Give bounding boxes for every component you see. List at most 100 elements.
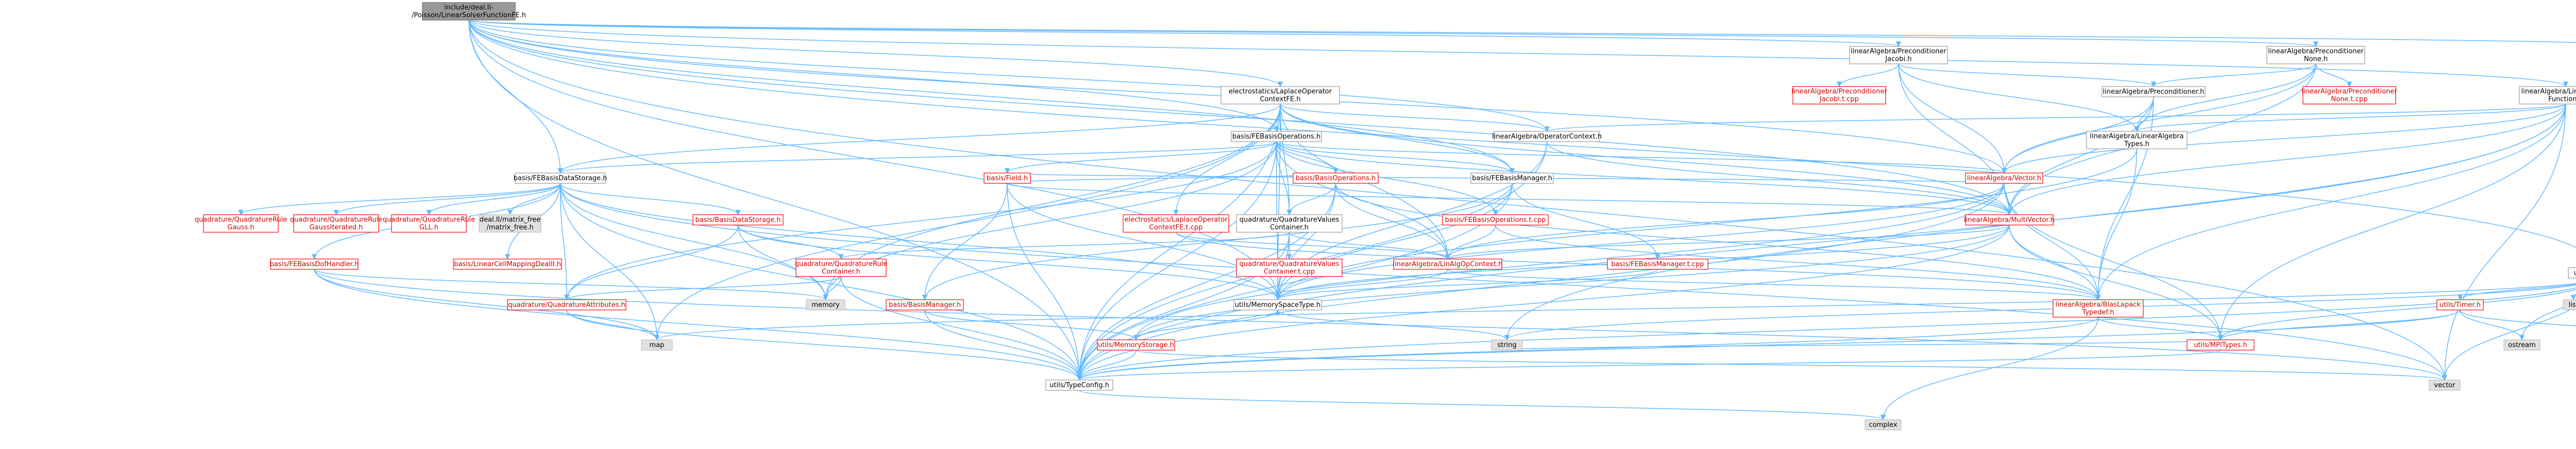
node-typeconfig-label: utils/TypeConfig.h	[1049, 382, 1109, 389]
edge-root-to-memspace	[468, 20, 1281, 301]
node-field[interactable]: basis/Field.h	[984, 172, 1031, 184]
node-linsolv-label: linearAlgebra/LinearSolver	[2521, 88, 2576, 96]
edge-fedofh-to-memory	[314, 269, 828, 301]
node-lapl[interactable]: electrostatics/LaplaceOperatorContextFE.…	[1221, 86, 1340, 105]
edge-precH-to-vector	[2001, 96, 2154, 174]
edge-multivec-to-linalgopctx	[1445, 224, 2010, 260]
edge-febasicops-to-basisops	[1276, 141, 1338, 174]
edge-timer-to-mpitypes	[2217, 309, 2461, 341]
node-qgaussvar-box	[293, 214, 379, 233]
edge-febasicops-to-field	[1004, 141, 1277, 174]
edge-profiler-to-list	[2570, 293, 2576, 301]
edge-root-to-lapl	[468, 20, 1283, 88]
node-vectorstd-box	[2429, 379, 2461, 391]
node-qattr-label: quadrature/QuadratureAttributes.h	[508, 301, 625, 309]
node-qvccpp[interactable]: quadrature/QuadratureValuesContainer.t.c…	[1236, 258, 1343, 277]
edge-root-to-poissonCpp	[468, 20, 2576, 43]
node-febasicops[interactable]: basis/FEBasisOperations.h	[1231, 131, 1322, 142]
node-lincellmap-box	[453, 258, 562, 270]
edge-qrc-to-qattr	[564, 276, 842, 301]
node-memstore[interactable]: utils/MemoryStorage.h	[1097, 339, 1175, 351]
edge-linalgopctx-to-memspace	[1275, 269, 1448, 301]
edge-lapl-to-qvc	[1280, 103, 1292, 216]
edge-febm-to-febmcpp	[1512, 183, 1660, 260]
node-linalgopctx[interactable]: linearAlgebra/LinAlgOpContext.h	[1393, 258, 1503, 270]
node-dealfe-label: deal.II/matrix_free	[480, 216, 541, 224]
edge-febds-to-qgaussvar	[333, 183, 561, 216]
node-linsolv[interactable]: linearAlgebra/LinearSolverFunction.h	[2519, 86, 2576, 105]
node-vector[interactable]: linearAlgebra/Vector.h	[1965, 172, 2043, 184]
edge-profiler-to-mpitypes	[2217, 289, 2576, 341]
node-laplcpp-label: ContextFE.t.cpp	[1149, 224, 1203, 232]
node-precNoneCpp-label: linearAlgebra/Preconditioner	[2301, 88, 2397, 96]
node-timer[interactable]: utils/Timer.h	[2436, 299, 2484, 310]
edge-febasicops-to-typeconfig	[1076, 141, 1277, 381]
node-memstore-box	[1097, 339, 1175, 351]
node-febmcpp[interactable]: basis/FEBasisManager.t.cpp	[1607, 258, 1708, 270]
node-latypes-label: linearAlgebra/LinearAlgebra	[2090, 133, 2183, 141]
node-vectorstd-label: vector	[2434, 382, 2455, 389]
edge-root-to-typeconfig	[468, 20, 1082, 381]
edge-precNone-to-precNoneCpp	[2315, 63, 2352, 88]
node-lincellmap[interactable]: basis/LinearCellMappingDealII.h	[453, 258, 562, 270]
node-qrc-label: Container.h	[822, 268, 860, 276]
node-febm[interactable]: basis/FEBasisManager.h	[1470, 172, 1554, 184]
edge-fedofh-to-vectorstd	[314, 269, 2447, 381]
node-multivec[interactable]: linearAlgebra/MultiVector.h	[1964, 214, 2055, 226]
node-fedofh[interactable]: basis/FEBasisDofHandler.h	[270, 258, 359, 270]
node-precH[interactable]: linearAlgebra/Preconditioner.h	[2102, 86, 2206, 97]
node-memstore-label: utils/MemoryStorage.h	[1098, 341, 1174, 349]
node-laplcpp[interactable]: electrostatics/LaplaceOperatorContextFE.…	[1123, 214, 1229, 233]
edge-profiler-to-map	[654, 283, 2576, 341]
node-map-label: map	[650, 341, 665, 349]
node-febopscpp[interactable]: basis/FEBasisOperations.t.cpp	[1442, 214, 1549, 226]
node-febmcpp-label: basis/FEBasisManager.t.cpp	[1611, 261, 1704, 268]
node-multivec-label: linearAlgebra/MultiVector.h	[1964, 216, 2055, 224]
node-qattr[interactable]: quadrature/QuadratureAttributes.h	[507, 299, 626, 310]
edge-profiler-to-string	[1504, 284, 2576, 341]
edge-vector-to-memspace	[1275, 183, 2005, 301]
node-mpitypes[interactable]: utils/MPITypes.h	[2187, 339, 2255, 351]
node-vector-box	[1965, 172, 2043, 184]
edge-precJac-to-precH	[1898, 63, 2157, 88]
edge-precH-to-multivec	[2006, 96, 2154, 216]
node-febds[interactable]: basis/FEBasisDataStorage.h	[514, 172, 607, 184]
node-precJac-box	[1849, 46, 1948, 64]
node-febmcpp-box	[1607, 258, 1708, 270]
node-typeconfig[interactable]: utils/TypeConfig.h	[1045, 379, 1113, 391]
edge-lapl-to-multivec	[1280, 103, 2012, 216]
edge-timer-to-ostream	[2460, 309, 2525, 341]
node-qattr-box	[507, 299, 626, 310]
node-mpitypes-box	[2187, 339, 2255, 351]
node-basisops[interactable]: basis/BasisOperations.h	[1293, 172, 1379, 184]
node-febds-box	[515, 172, 606, 184]
node-lapl-label: ContextFE.h	[1260, 96, 1301, 103]
node-root[interactable]: include/deal.II-/Poisson/LinearSolverFun…	[412, 2, 526, 21]
node-qgll-label: GLL.h	[419, 224, 438, 232]
node-memspace[interactable]: utils/MemorySpaceType.h	[1233, 299, 1322, 310]
node-opctx[interactable]: linearAlgebra/OperatorContext.h	[1492, 131, 1602, 142]
edge-bds-to-qattr	[564, 224, 739, 301]
node-profiler[interactable]: utils/Profiler.h	[2568, 267, 2576, 279]
node-bds[interactable]: basis/BasisDataStorage.h	[692, 214, 784, 226]
node-basismgr[interactable]: basis/BasisManager.h	[886, 299, 964, 310]
edge-bds-to-memory	[737, 224, 828, 301]
edge-febopscpp-to-linalgopctx	[1445, 224, 1496, 260]
node-string-box	[1491, 339, 1523, 351]
node-qvc-label: quadrature/QuadratureValues	[1240, 216, 1340, 224]
node-latypes-box	[2086, 131, 2188, 149]
edge-linalgopctx-to-blaslapack	[1447, 269, 2101, 301]
edge-profiler-to-ostream	[2519, 301, 2576, 341]
edge-root-to-precJac	[468, 20, 1901, 47]
